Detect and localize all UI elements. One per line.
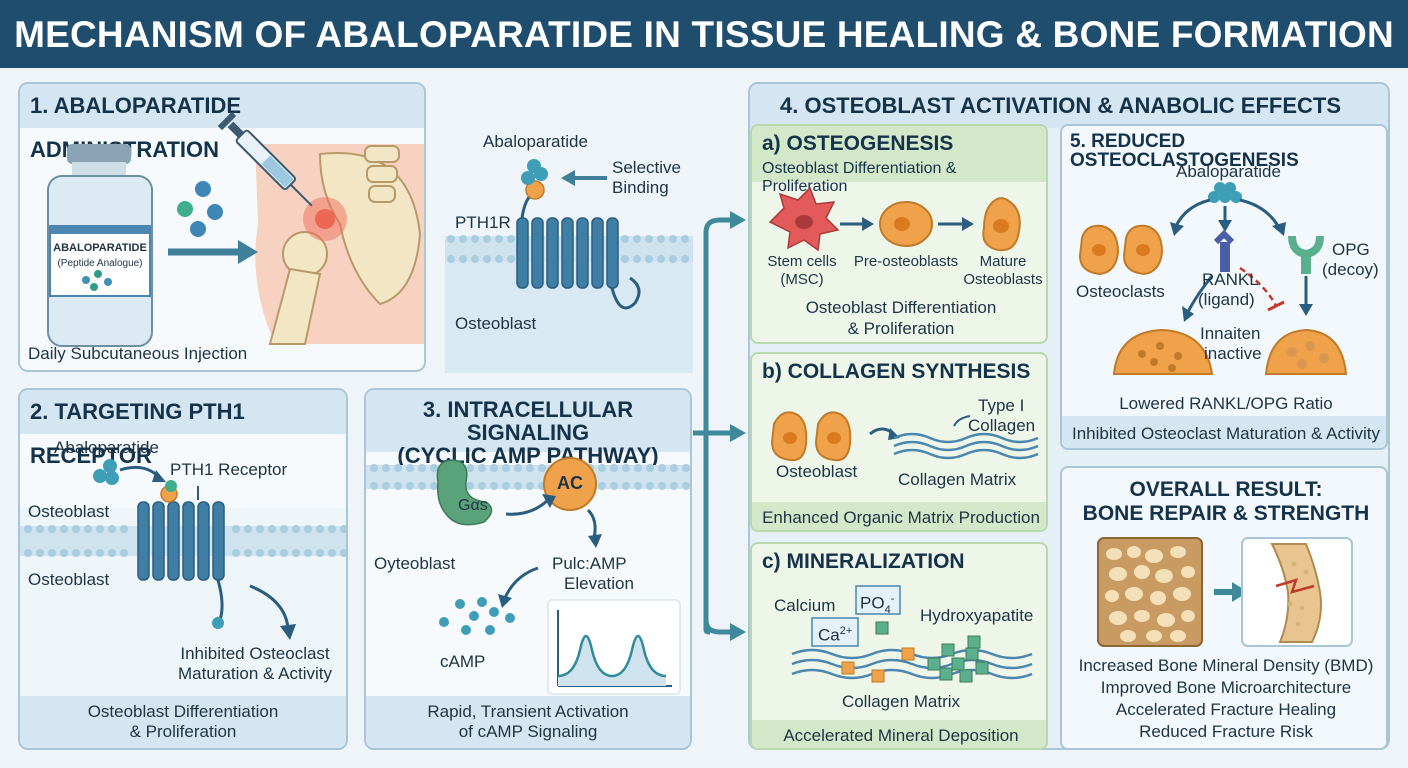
osteoclastogenesis-footer: Inhibited Osteoclast Maturation & Activi…: [1071, 424, 1381, 443]
targeting-cell-label-bottom: Osteoblast: [28, 570, 110, 589]
panel-footer: Rapid, Transient Activation of cAMP Sign…: [366, 696, 690, 748]
collagen-footer: Enhanced Organic Matrix Production: [762, 508, 1040, 527]
osteogenesis-footer-2: & Proliferation: [847, 319, 955, 338]
result-title-1: OVERALL RESULT:: [1129, 478, 1323, 501]
targeting-illustration: [20, 459, 346, 708]
calcium-ion-sup: 2+: [839, 625, 853, 637]
panel-title: 3. INTRACELLULAR SIGNALING (CYCLIC AMP P…: [366, 390, 690, 467]
phosphate-label: PO4-: [860, 590, 894, 620]
opg-label-1: OPG: [1332, 240, 1370, 259]
signaling-illustration: [366, 457, 690, 695]
adenylyl-cyclase-label: AC: [557, 473, 583, 493]
binding-arrow-label-1: Selective: [612, 158, 681, 177]
stage-stem-cells-2: (MSC): [780, 271, 824, 288]
collagen-type-2: Collagen: [968, 416, 1036, 435]
calcium-label: Calcium: [774, 596, 836, 615]
administration-illustration: [47, 111, 424, 347]
footer-line-2: of cAMP Signaling: [458, 722, 598, 741]
subpanel-mineralization: c) MINERALIZATION Calcium PO4-: [750, 542, 1048, 750]
panel-signaling: 3. INTRACELLULAR SIGNALING (CYCLIC AMP P…: [364, 388, 692, 750]
vial-label: ABALOPARATIDE: [53, 242, 147, 254]
administration-caption: Daily Subcutaneous Injection: [28, 344, 248, 363]
osteoclasts-label: Osteoclasts: [1076, 282, 1165, 301]
ratio-label: Lowered RANKL/OPG Ratio: [1119, 394, 1333, 413]
osteogenesis-footer-1: Osteoblast Differentiation: [805, 298, 997, 317]
panel-title: 2. TARGETING PTH1 RECEPTOR: [20, 390, 346, 468]
osteoclastogenesis-ligand-label: Abaloparatide: [1176, 162, 1281, 181]
subpanel-collagen-synthesis: b) COLLAGEN SYNTHESIS Type I Collagen Os…: [750, 352, 1048, 532]
panel-title-line-1: 3. INTRACELLULAR SIGNALING: [422, 397, 634, 445]
page-title: MECHANISM OF ABALOPARATIDE IN TISSUE HEA…: [0, 0, 1408, 68]
camp-elevation-label-1: Pulc:AMP: [552, 554, 627, 573]
subpanel-title: c) MINERALIZATION: [762, 550, 965, 573]
panel-title-line-2: (CYCLIC AMP PATHWAY): [397, 443, 659, 468]
collagen-cell-label: Osteoblast: [776, 462, 858, 481]
vial-sublabel: (Peptide Analogue): [57, 258, 143, 269]
osteogenesis-illustration: [768, 186, 1021, 252]
stage-pre-osteoblasts: Pre-osteoblasts: [853, 253, 959, 270]
subpanel-osteogenesis: a) OSTEOGENESIS Osteoblast Differentiati…: [750, 124, 1048, 344]
panel-title: 5. REDUCED OSTEOCLASTOGENESIS: [1070, 131, 1299, 171]
inactive-label-1: Innaiten: [1200, 324, 1261, 343]
collagen-matrix-label: Collagen Matrix: [898, 470, 1017, 489]
result-illustration: [1097, 537, 1353, 647]
targeting-effect-2: Maturation & Activity: [177, 664, 332, 683]
targeting-ligand-label: Abaloparatide: [54, 438, 159, 457]
mineral-matrix-label: Collagen Matrix: [841, 692, 961, 711]
osteoclastogenesis-illustration: [1062, 182, 1386, 448]
panel-title: 4. OSTEOBLAST ACTIVATION & ANABOLIC EFFE…: [750, 84, 1388, 128]
camp-elevation-label-2: Elevation: [564, 574, 634, 593]
result-title-2: BONE REPAIR & STRENGTH: [1082, 502, 1370, 525]
rankl-label-1: RANKL: [1202, 270, 1259, 289]
panel-targeting: 2. TARGETING PTH1 RECEPTOR Abaloparatide…: [18, 388, 348, 750]
footer-line-1: Osteoblast Differentiation: [87, 702, 279, 721]
panel-overall-result: OVERALL RESULT: BONE REPAIR & STRENGTH I…: [1060, 466, 1388, 750]
stage-mature-1: Mature: [979, 253, 1027, 270]
binding-ligand-label: Abaloparatide: [483, 132, 588, 151]
stage-mature-2: Osteoblasts: [963, 271, 1043, 288]
outcome-4: Reduced Fracture Risk: [1139, 722, 1313, 741]
outcome-2: Improved Bone Microarchitecture: [1100, 678, 1352, 697]
collagen-type-1: Type I: [978, 396, 1025, 415]
signaling-cell-label: Oyteoblast: [374, 554, 456, 573]
inactive-label-2: inactive: [1204, 344, 1262, 363]
panel-administration: 1. ABALOPARATIDE ADMINISTRATION: [18, 82, 426, 372]
subpanel-subtitle: Osteoblast Differentiation & Proliferati…: [762, 160, 957, 195]
panel-osteoclastogenesis: 5. REDUCED OSTEOCLASTOGENESIS: [1060, 124, 1388, 450]
g-protein-label: Gαs: [458, 497, 488, 514]
hydroxyapatite-label: Hydroxyapatite: [920, 606, 1034, 625]
panel-title: 1. ABALOPARATIDE ADMINISTRATION: [20, 84, 424, 162]
calcium-ion-label: Ca2+: [818, 622, 852, 645]
mineralization-footer: Accelerated Mineral Deposition: [783, 726, 1019, 745]
phosphate-sub: 4: [884, 604, 891, 617]
stage-stem-cells-1: Stem cells: [767, 253, 837, 270]
subpanel-title-text: a) OSTEOGENESIS: [762, 132, 954, 155]
footer-line-2: & Proliferation: [129, 722, 237, 741]
opg-label-2: (decoy): [1322, 260, 1379, 279]
binding-illustration: [445, 159, 693, 373]
footer-line-1: Rapid, Transient Activation: [427, 702, 629, 721]
collagen-illustration: [752, 411, 1046, 530]
calcium-ion-text: Ca: [818, 625, 840, 645]
targeting-effect-1: Inhibited Osteoclast: [180, 644, 330, 663]
binding-section: Abaloparatide Selective Binding PTH1R Os…: [445, 118, 693, 373]
camp-label: cAMP: [440, 652, 486, 671]
panel-footer: Osteoblast Differentiation & Proliferati…: [20, 696, 346, 748]
targeting-receptor-label: PTH1 Receptor: [170, 460, 288, 479]
targeting-cell-label-top: Osteoblast: [28, 502, 110, 521]
phosphate-sup: -: [890, 593, 895, 605]
phosphate-text: PO: [860, 593, 885, 613]
binding-cell-label: Osteoblast: [455, 314, 537, 333]
subpanel-title: a) OSTEOGENESIS Osteoblast Differentiati…: [752, 126, 1046, 195]
outcome-1: Increased Bone Mineral Density (BMD): [1078, 656, 1374, 675]
outcome-3: Accelerated Fracture Healing: [1115, 700, 1337, 719]
subpanel-title: b) COLLAGEN SYNTHESIS: [762, 360, 1031, 383]
rankl-label-2: (ligand): [1198, 290, 1255, 309]
binding-receptor-label: PTH1R: [455, 213, 511, 232]
mineralization-illustration: [752, 585, 1046, 748]
binding-arrow-label-2: Binding: [612, 178, 669, 197]
